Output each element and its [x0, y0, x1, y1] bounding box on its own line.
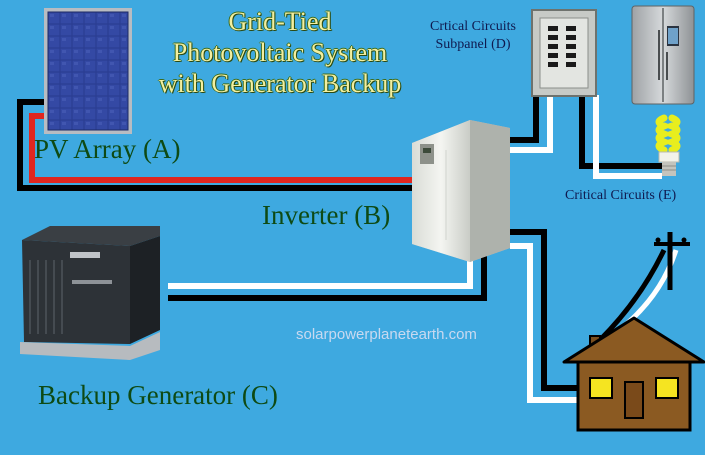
- subpanel-label-line-1: Crtical Circuits: [430, 19, 516, 34]
- website-watermark: solarpowerplanetearth.com: [296, 326, 477, 343]
- house: [562, 316, 705, 432]
- service-drop-black: [598, 248, 667, 342]
- subpanel-box: [531, 9, 597, 97]
- backup-generator-unit: [20, 226, 160, 360]
- grid-black-wire: [510, 229, 580, 391]
- subpanel-label-line-2: Subpanel (D): [435, 37, 511, 52]
- subpanel-label: Crtical Circuits Subpanel (D): [418, 18, 528, 54]
- title-line-3: with Generator Backup: [158, 69, 402, 98]
- utility-pole: [654, 232, 690, 290]
- diagram-title: Grid-Tied Photovoltaic System with Gener…: [140, 6, 420, 99]
- pv-positive-wire: [29, 113, 412, 183]
- inverter-subpanel-white-wire: [510, 95, 553, 153]
- pv-negative-wire: [17, 99, 412, 191]
- inverter-label: Inverter (B): [262, 200, 391, 230]
- title-line-1: Grid-Tied: [228, 7, 332, 36]
- inverter-unit: [412, 120, 510, 262]
- title-line-2: Photovoltaic System: [172, 38, 388, 67]
- service-drop-white: [612, 249, 679, 337]
- generator-white-wire: [168, 252, 473, 289]
- critical-circuits-label: Critical Circuits (E): [565, 188, 677, 203]
- critical-circuit-white-wire: [593, 95, 662, 179]
- generator-black-wire: [168, 252, 487, 301]
- refrigerator: [631, 5, 695, 105]
- light-bulb: [655, 114, 681, 176]
- backup-generator-label: Backup Generator (C): [38, 380, 278, 410]
- pv-array-label: PV Array (A): [34, 134, 181, 164]
- inverter-subpanel-black-wire: [510, 95, 539, 143]
- grid-white-wire: [510, 243, 580, 403]
- pv-array-panel: [44, 8, 132, 134]
- critical-circuit-black-wire: [579, 95, 662, 169]
